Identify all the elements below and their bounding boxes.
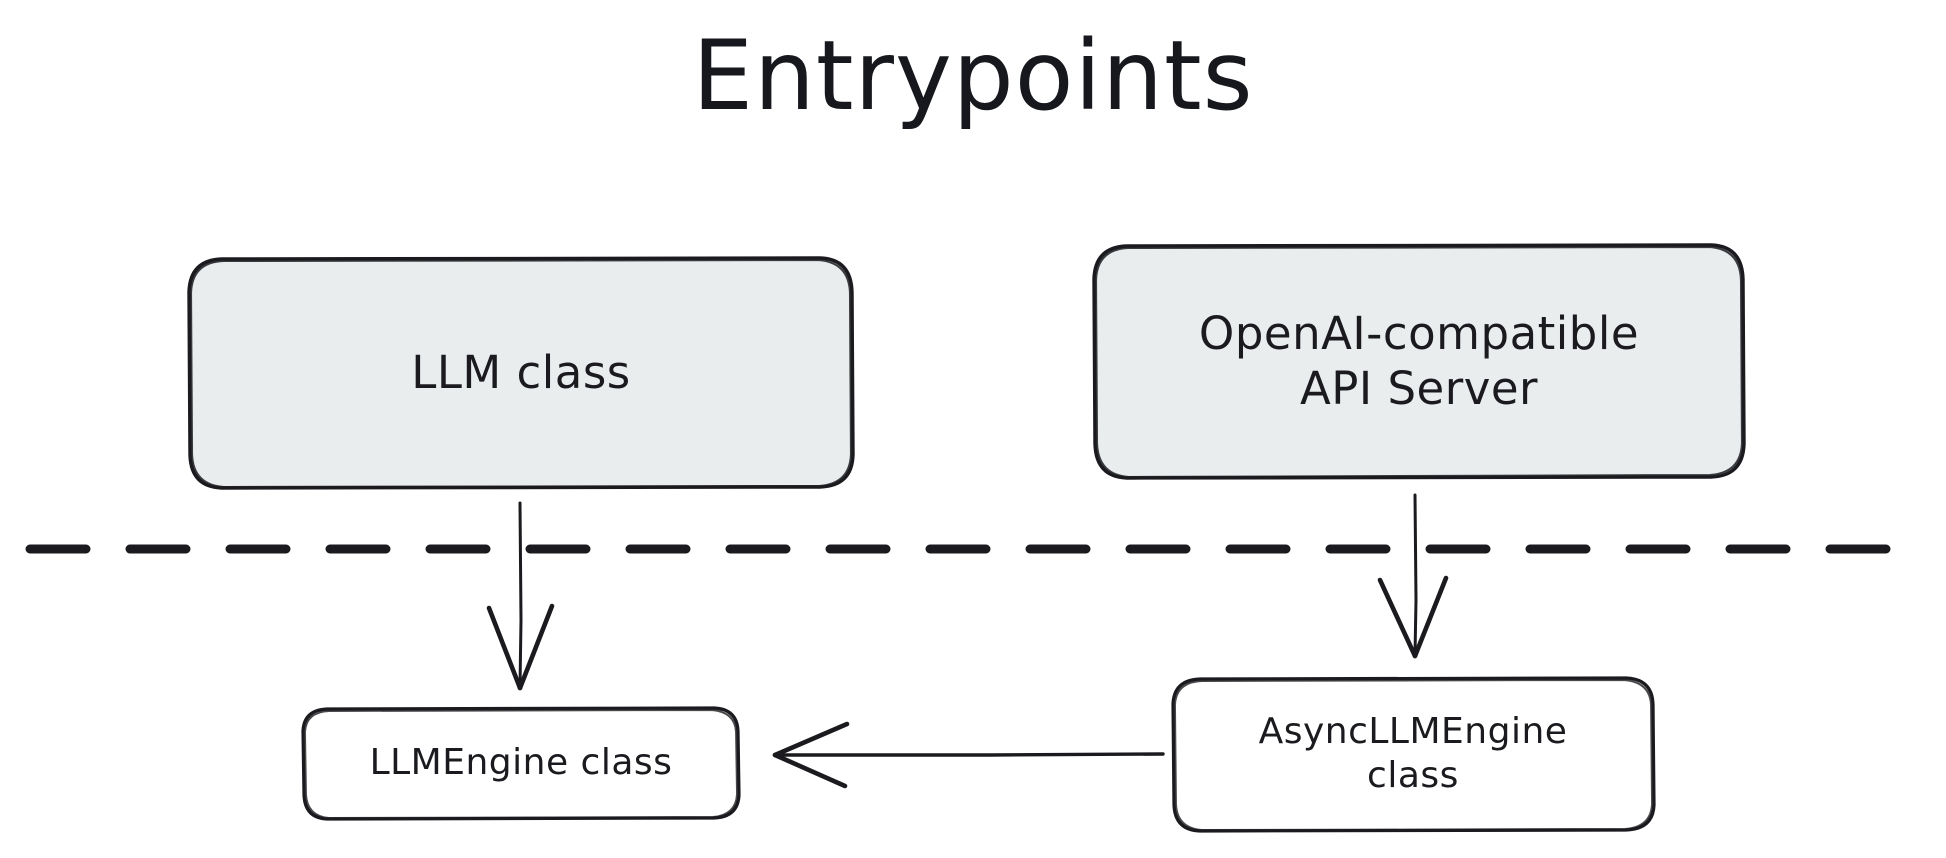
node-llm-class-label: LLM class	[411, 345, 631, 399]
node-openai-server[interactable]: OpenAI-compatible API Server	[1095, 245, 1743, 478]
node-llmengine-class-label: LLMEngine class	[369, 742, 673, 784]
edge-server-to-async-llmengine	[1377, 493, 1449, 659]
node-llm-class[interactable]: LLM class	[190, 258, 852, 488]
node-async-llmengine-class-label: AsyncLLMEngine class	[1258, 711, 1568, 796]
edge-llm-to-llmengine	[486, 501, 555, 691]
node-openai-server-label: OpenAI-compatible API Server	[1198, 306, 1640, 415]
edge-async-llmengine-to-llmengine	[772, 721, 1165, 789]
node-llmengine-class[interactable]: LLMEngine class	[305, 708, 737, 818]
page-title: Entrypoints	[692, 20, 1254, 132]
node-async-llmengine-class[interactable]: AsyncLLMEngine class	[1174, 678, 1652, 830]
